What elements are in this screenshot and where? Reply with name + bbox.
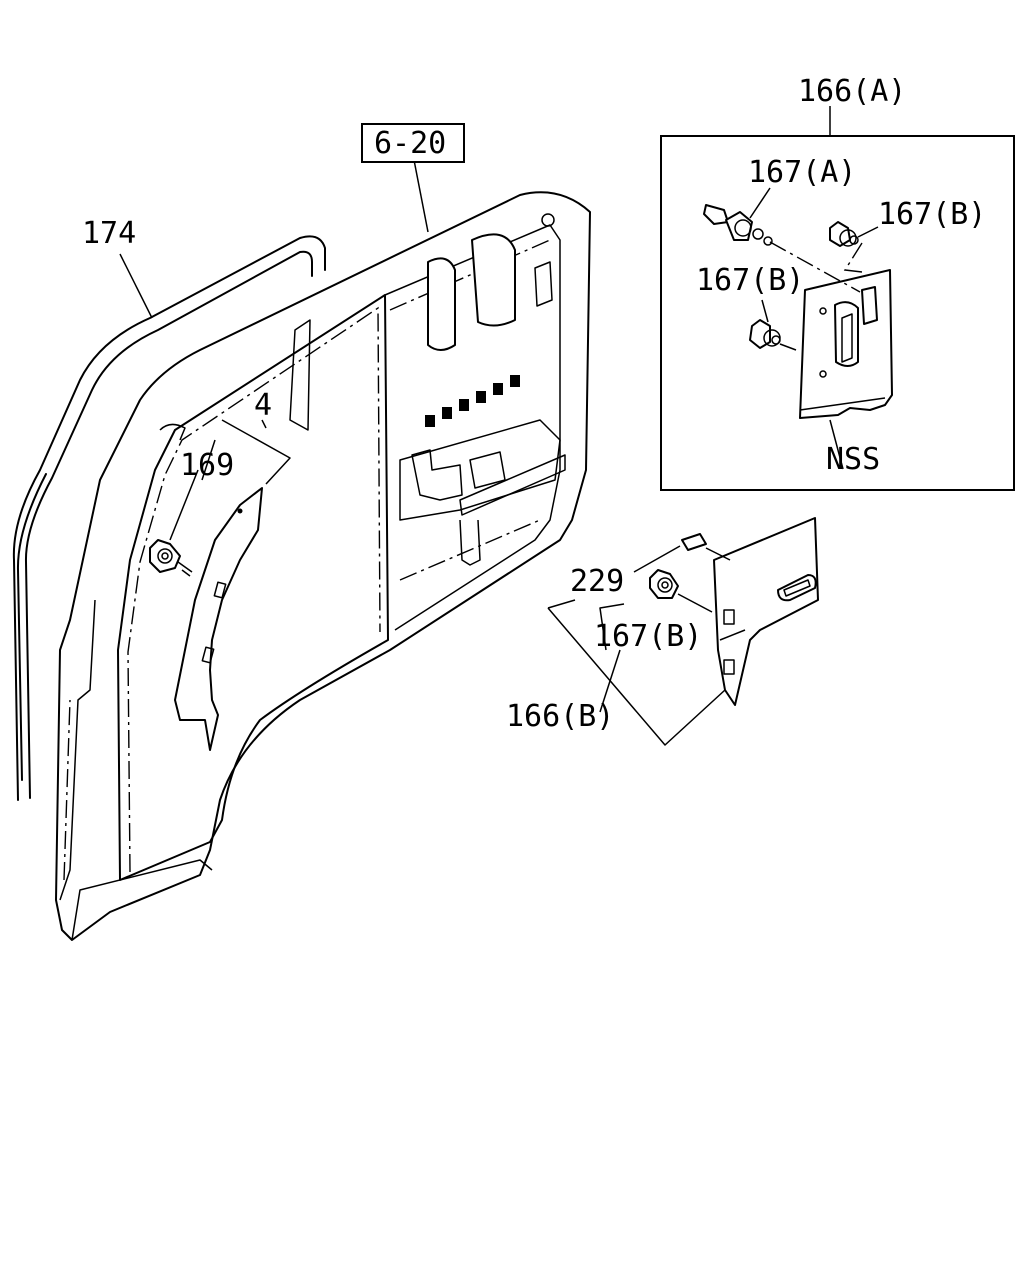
panel-166b (713, 517, 819, 706)
ref-box-6-20 (361, 123, 465, 163)
label-174: 174 (82, 216, 136, 251)
clip-169 (149, 539, 193, 573)
clip-229 (681, 533, 707, 551)
weatherstrip-174 (12, 235, 326, 801)
label-167b-mid: 167(B) (696, 263, 804, 298)
panel-nss (799, 269, 893, 419)
clip-167b-mid (749, 319, 781, 349)
label-4: 4 (254, 388, 272, 423)
label-229: 229 (570, 564, 624, 599)
label-166b: 166(B) (506, 699, 614, 734)
clip-167a (703, 204, 773, 246)
trim-piece-4 (174, 487, 263, 751)
label-nss: NSS (826, 442, 880, 477)
label-167b-low: 167(B) (594, 619, 702, 654)
label-169: 169 (180, 448, 234, 483)
label-166a: 166(A) (798, 74, 906, 109)
detail-box-166a (660, 135, 1015, 491)
clip-167b-low (649, 569, 679, 599)
door-inner-panel (55, 191, 591, 941)
clip-167b-top (829, 221, 859, 247)
label-6-20: 6-20 (374, 126, 446, 161)
leader-lines (119, 106, 879, 746)
label-167b-top: 167(B) (878, 197, 986, 232)
label-167a: 167(A) (748, 155, 856, 190)
